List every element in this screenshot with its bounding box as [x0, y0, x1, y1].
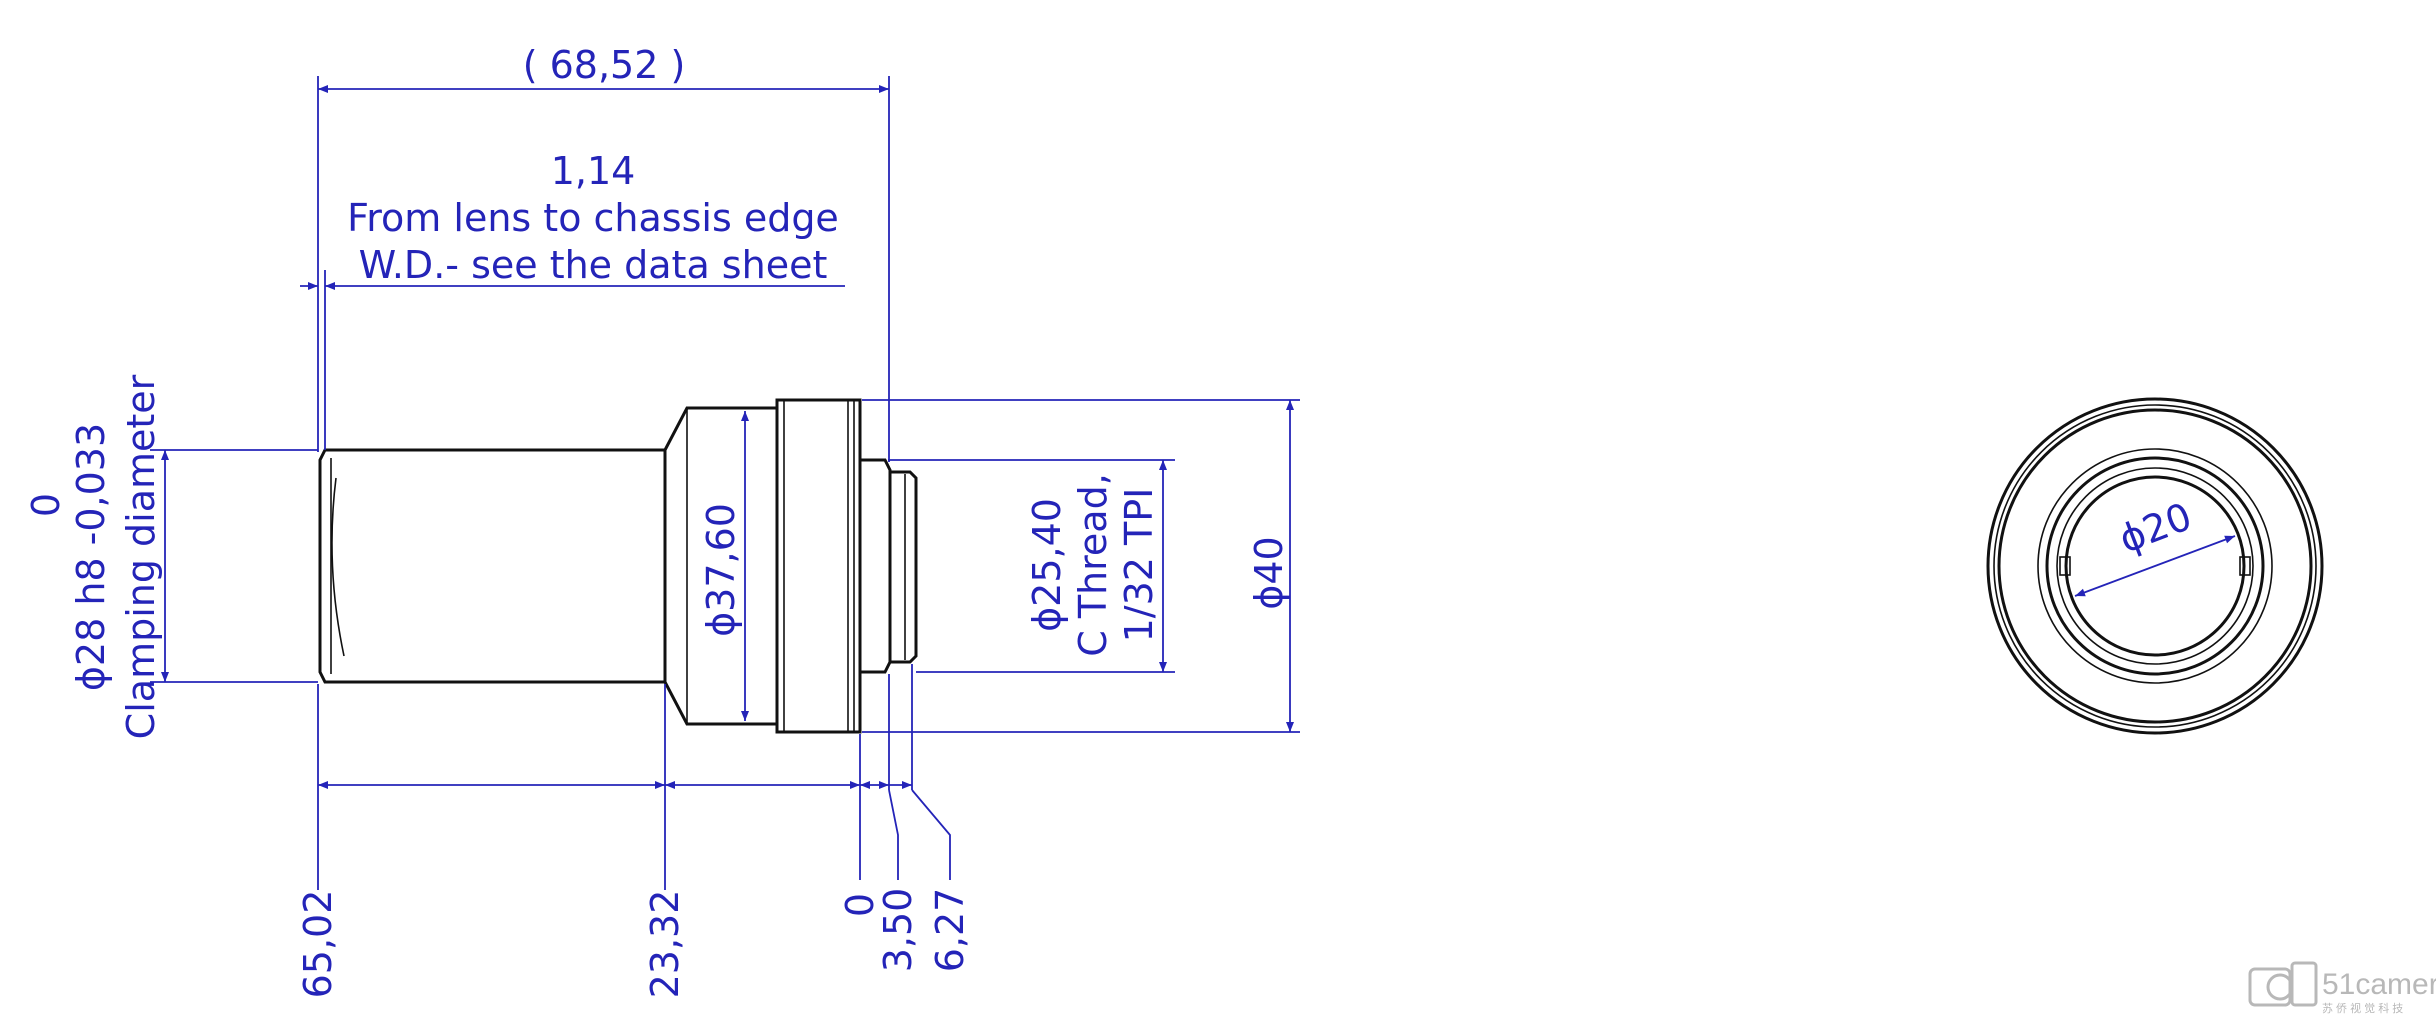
dimension-labels: ( 68,52 ) 1,14 From lens to chassis edge… [24, 43, 1291, 998]
watermark: 51camera 苏 侨 视 觉 科 技 [2248, 961, 2436, 1015]
outer-diameter-label: ϕ40 [1247, 536, 1291, 609]
position-zero-label: 0 [838, 893, 882, 917]
c-thread [890, 470, 918, 664]
lens-note-line-2: W.D.- see the data sheet [359, 243, 828, 287]
position-step-label: 23,32 [643, 890, 687, 999]
watermark-brand: 51camera [2322, 968, 2436, 1001]
watermark-tagline: 苏 侨 视 觉 科 技 [2322, 1001, 2403, 1015]
lens-side-view [318, 398, 918, 734]
front-lens-curve [331, 477, 345, 657]
thread-tpi-label: 1/32 TPI [1117, 488, 1161, 643]
position-a-label: 3,50 [876, 888, 920, 973]
dimension-lines [150, 76, 1300, 890]
thread-description: C Thread, [1071, 473, 1115, 657]
clamp-diameter-label: ϕ28 h8 -0,033 [69, 423, 113, 691]
outer-ring [775, 398, 862, 734]
overall-length-label: ( 68,52 ) [523, 43, 686, 87]
clamp-tolerance-upper: 0 [24, 493, 68, 517]
position-front-label: 65,02 [296, 890, 340, 999]
body-diameter-label: ϕ37,60 [699, 503, 743, 637]
end-view-diameter-label: ϕ20 [2113, 494, 2197, 561]
lens-end-view: ϕ20 [1986, 397, 2324, 735]
lens-offset-label: 1,14 [551, 149, 636, 193]
lens-note-line-1: From lens to chassis edge [347, 196, 839, 240]
clamp-description: Clamping diameter [119, 374, 163, 739]
front-barrel [318, 448, 667, 684]
camera-logo-icon [2248, 961, 2318, 1007]
flange [860, 458, 892, 674]
position-b-label: 6,27 [928, 888, 972, 973]
thread-diameter-label: ϕ25,40 [1025, 498, 1069, 632]
